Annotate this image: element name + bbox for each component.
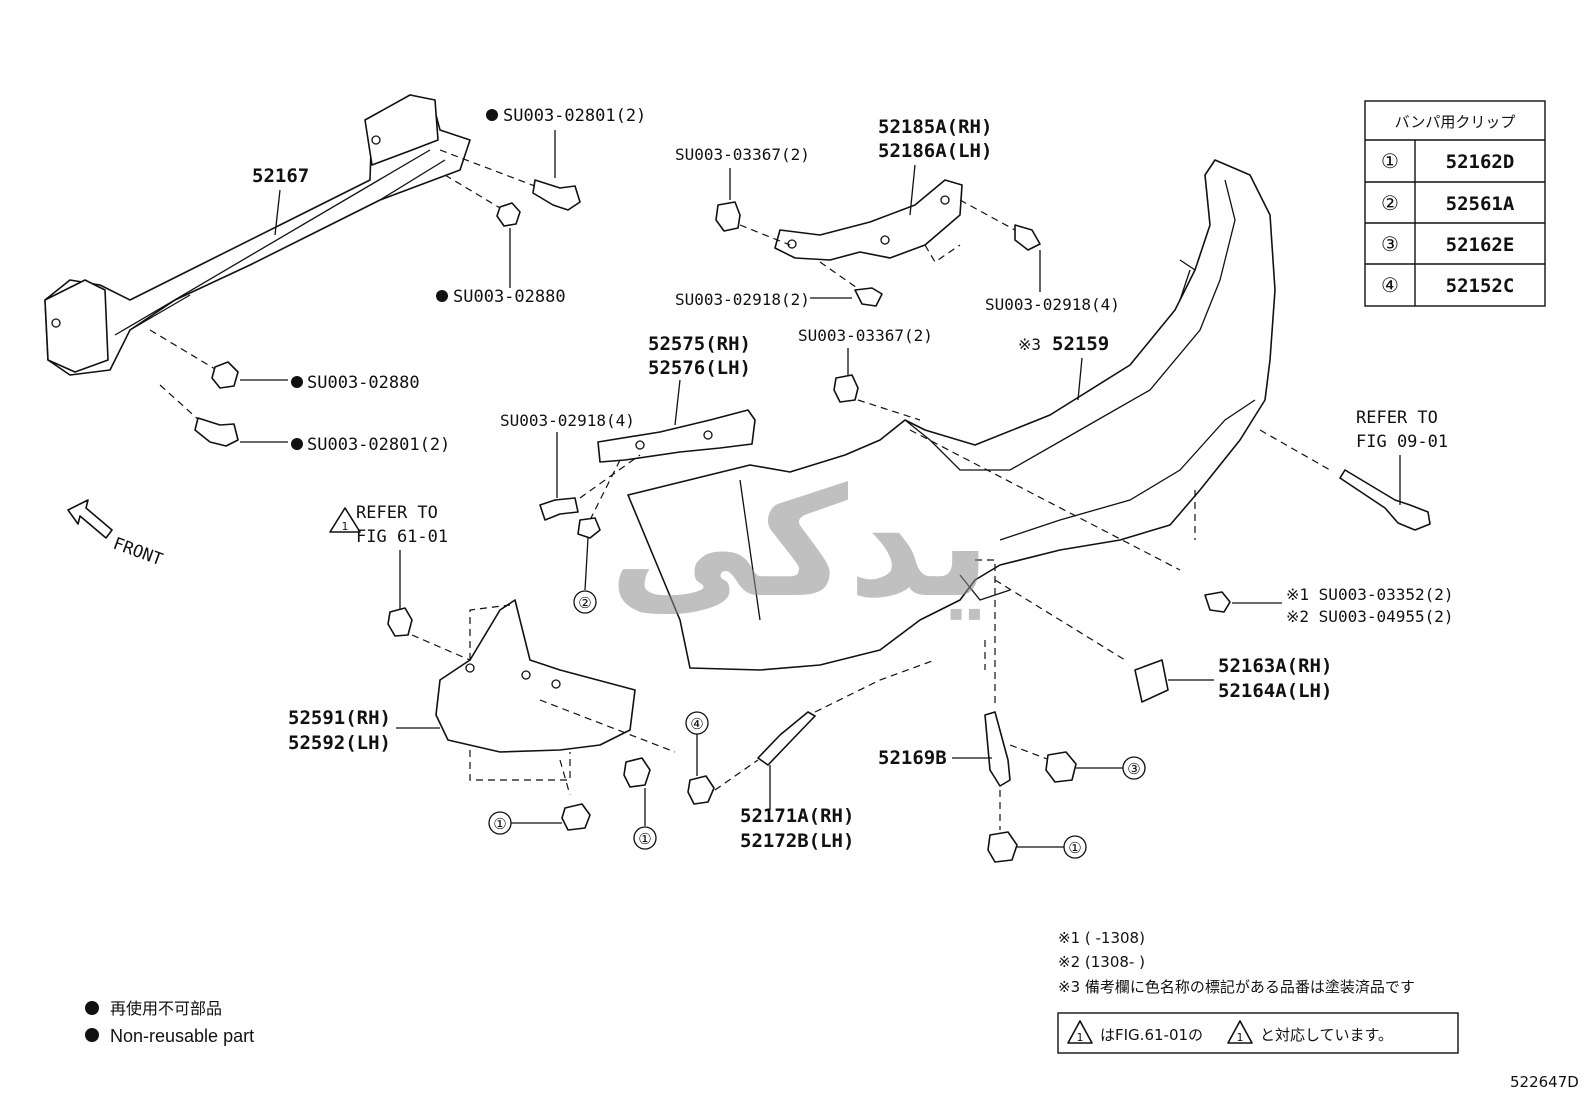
label-bolt-top: SU003-02801(2)	[503, 106, 646, 126]
label-refer-right-a: REFER TO	[1356, 408, 1438, 428]
circle-4-num: ④	[690, 715, 703, 733]
refer-note-box: 1 はFIG.61-01の 1 と対応しています。	[1057, 1012, 1459, 1054]
circle-1-b-num: ①	[638, 830, 651, 848]
warning-triangle-icon-left: 1	[329, 507, 361, 533]
label-seal-rh: 52171A(RH)	[740, 805, 854, 827]
label-bracket-upper-lh: 52186A(LH)	[878, 140, 992, 162]
label-front: FRONT	[110, 534, 165, 570]
label-refer-left-a: REFER TO	[356, 503, 438, 523]
label-protector-rh: 52591(RH)	[288, 707, 391, 729]
clip-1-bottom-left	[561, 803, 591, 831]
label-retainer: 52169B	[878, 747, 947, 769]
legend-en: Non-reusable part	[110, 1026, 254, 1046]
circle-1-a-num: ①	[493, 815, 506, 833]
label-bumper: 52159	[1052, 333, 1109, 355]
clip-2-top	[577, 517, 601, 539]
clip-3	[1045, 751, 1077, 783]
label-crossmember: 52167	[252, 165, 309, 187]
clip-1-bottom-right	[987, 831, 1018, 863]
label-bracket-upper-rh: 52185A(RH)	[878, 116, 992, 138]
label-reflector-rh: 52163A(RH)	[1218, 655, 1332, 677]
front-arrow-icon	[67, 499, 113, 539]
circle-1-c-num: ①	[1068, 839, 1081, 857]
refer-note-a: はFIG.61-01の	[1100, 1026, 1203, 1044]
label-clip-top-a: SU003-03367(2)	[675, 145, 810, 164]
non-reusable-dot-4	[291, 438, 303, 450]
clip-row-3-part: 52162E	[1446, 234, 1515, 256]
note-2: ※2 (1308- )	[1058, 953, 1145, 971]
non-reusable-dot-1	[486, 109, 498, 121]
clip-table: バンパ用クリップ ① 52162D ② 52561A ③ 52162E ④ 52…	[1364, 100, 1546, 307]
circle-3-num: ③	[1127, 760, 1140, 778]
note-3: ※3 備考欄に色名称の標記がある品番は塗装済品です	[1058, 978, 1415, 996]
tow-hook-rod	[1339, 469, 1431, 531]
label-reflector-lh: 52164A(LH)	[1218, 680, 1332, 702]
note-1: ※1 ( -1308)	[1058, 929, 1145, 947]
label-clip-top-b: SU003-03367(2)	[798, 326, 933, 345]
label-seal-lh: 52172B(LH)	[740, 830, 854, 852]
label-screw-side: SU003-02918(4)	[500, 411, 635, 430]
bolt-top	[532, 179, 581, 211]
screw-right-top	[1014, 224, 1041, 251]
clip-4	[687, 775, 715, 805]
non-reusable-dot-3	[291, 376, 303, 388]
label-bolt-left: SU003-02801(2)	[307, 435, 450, 455]
label-side-bracket-rh: 52575(RH)	[648, 333, 751, 355]
clip-table-header: バンパ用クリップ	[1395, 113, 1516, 131]
label-nut-top: SU003-02880	[453, 287, 566, 307]
watermark-logo: یدکی	[609, 457, 991, 631]
non-reusable-dot-2	[436, 290, 448, 302]
clip-refer	[387, 607, 413, 637]
label-screw-note1: ※1 SU003-03352(2)	[1286, 585, 1454, 604]
clip-top-a	[715, 201, 741, 232]
bumper-seal	[757, 711, 816, 766]
clip-top-b	[833, 374, 859, 403]
clip-row-4-part: 52152C	[1446, 275, 1515, 297]
clip-1-bottom-mid	[623, 757, 651, 788]
side-bracket	[597, 409, 756, 463]
screw-side	[539, 497, 579, 521]
label-screw-right-top: SU003-02918(4)	[985, 295, 1120, 314]
upper-bracket	[774, 179, 963, 261]
legend-dot-en	[85, 1028, 99, 1042]
nut-left	[211, 361, 239, 389]
reflector	[1134, 659, 1169, 703]
label-refer-right-b: FIG 09-01	[1356, 432, 1448, 452]
svg-text:1: 1	[1237, 1031, 1244, 1044]
rear-crossmember	[44, 94, 471, 376]
retainer	[984, 711, 1011, 787]
circle-2-num: ②	[578, 594, 591, 612]
screw-bumper-side	[1204, 591, 1231, 613]
protector	[435, 599, 636, 753]
label-screw-mid: SU003-02918(2)	[675, 290, 810, 309]
clip-row-1-part: 52162D	[1446, 151, 1515, 173]
diagram-id: 522647D	[1510, 1073, 1579, 1091]
label-protector-lh: 52592(LH)	[288, 732, 391, 754]
label-screw-note2: ※2 SU003-04955(2)	[1286, 607, 1454, 626]
clip-row-2-mark: ②	[1381, 191, 1399, 215]
label-bumper-mark: ※3	[1018, 335, 1041, 354]
clip-row-4-mark: ④	[1381, 273, 1399, 297]
screw-mid	[854, 287, 883, 307]
label-side-bracket-lh: 52576(LH)	[648, 357, 751, 379]
nut-top	[496, 202, 521, 227]
clip-row-2-part: 52561A	[1446, 193, 1515, 215]
circle-1-b	[633, 826, 657, 850]
svg-text:1: 1	[342, 520, 349, 533]
bolt-left	[194, 417, 239, 447]
svg-text:1: 1	[1077, 1031, 1084, 1044]
legend-dot-jp	[85, 1001, 99, 1015]
label-refer-left-b: FIG 61-01	[356, 527, 448, 547]
clip-row-3-mark: ③	[1381, 232, 1399, 256]
label-nut-left: SU003-02880	[307, 373, 420, 393]
refer-note-b: と対応しています。	[1260, 1026, 1393, 1044]
circle-2	[573, 590, 597, 614]
legend-jp: 再使用不可部品	[110, 1000, 222, 1018]
clip-row-1-mark: ①	[1381, 149, 1399, 173]
rear-bumper-cover	[627, 159, 1276, 671]
